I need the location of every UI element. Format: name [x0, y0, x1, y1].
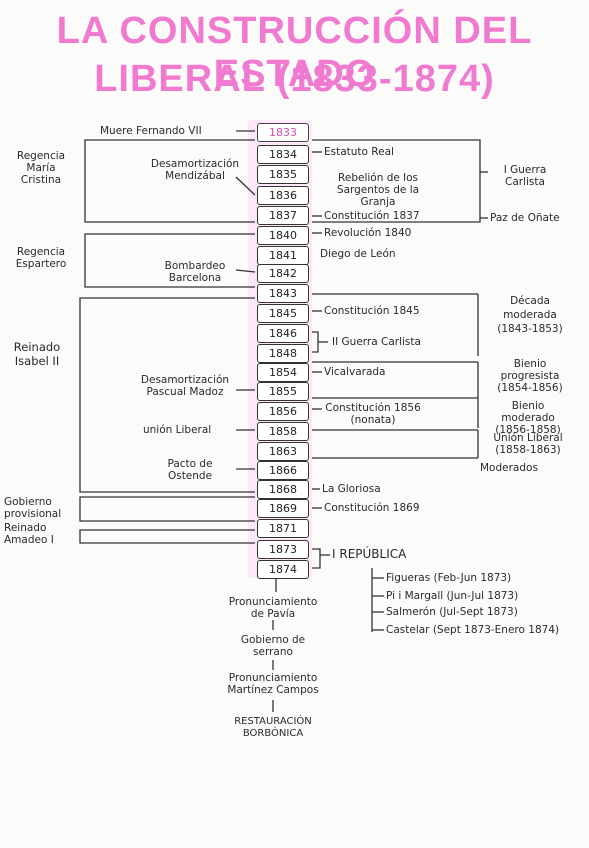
period-decada-moderada: Década moderada (1843-1853): [497, 295, 563, 335]
period-bienio-moderado: Bienio moderado (1856-1858): [495, 400, 561, 436]
event-guerra-carlista-1: I Guerra Carlista: [503, 164, 547, 188]
period-bienio-progresista: Bienio progresista (1854-1856): [497, 358, 563, 394]
year-box-1840: 1840: [257, 226, 309, 245]
year-box-1842: 1842: [257, 264, 309, 283]
event-gobierno-serrano: Gobierno de serrano: [240, 634, 306, 658]
year-box-1854: 1854: [257, 363, 309, 382]
year-box-1874: 1874: [257, 560, 309, 579]
event-desamortizacion-mendizabal: Desamortización Mendizábal: [150, 158, 240, 182]
year-box-1835: 1835: [257, 165, 309, 184]
period-reinado-amadeo: Reinado Amadeo I: [4, 522, 54, 546]
event-la-gloriosa: La Gloriosa: [322, 483, 381, 495]
event-vicalvarada: Vicalvarada: [324, 366, 386, 378]
period-union-liberal: Unión Liberal (1858-1863): [493, 432, 563, 456]
event-union-liberal: unión Liberal: [143, 424, 212, 436]
year-box-1863: 1863: [257, 442, 309, 461]
event-pacto-ostende: Pacto de Ostende: [167, 458, 213, 482]
event-bombardeo-barcelona: Bombardeo Barcelona: [164, 260, 226, 284]
president-salmeron: Salmerón (Jul-Sept 1873): [386, 606, 518, 618]
year-box-1858: 1858: [257, 422, 309, 441]
year-box-1873: 1873: [257, 540, 309, 559]
period-moderados: Moderados: [480, 462, 538, 474]
president-figueras: Figueras (Feb-Jun 1873): [386, 572, 512, 584]
event-paz-onate: Paz de Oñate: [490, 212, 560, 224]
event-pronunciamiento-pavia: Pronunciamiento de Pavía: [228, 596, 318, 620]
year-box-1869: 1869: [257, 499, 309, 518]
year-box-1848: 1848: [257, 344, 309, 363]
year-box-1843: 1843: [257, 284, 309, 303]
event-rebelion-granja: Rebelión de los Sargentos de la Granja: [336, 172, 420, 208]
event-diego-leon: Diego de León: [320, 248, 396, 260]
period-reinado-isabel: Reinado Isabel II: [13, 340, 61, 368]
president-pi-margall: Pi i Margall (Jun-Jul 1873): [386, 590, 519, 602]
year-box-1837: 1837: [257, 206, 309, 225]
year-box-1871: 1871: [257, 519, 309, 538]
year-box-1841: 1841: [257, 246, 309, 265]
event-estatuto-real: Estatuto Real: [324, 146, 394, 158]
event-pronunciamiento-martinez: Pronunciamiento Martínez Campos: [227, 672, 319, 696]
event-constitucion-1856: Constitución 1856 (nonata): [325, 402, 421, 426]
event-constitucion-1845: Constitución 1845: [324, 305, 420, 317]
event-revolucion-1840: Revolución 1840: [324, 227, 412, 239]
president-castelar: Castelar (Sept 1873-Enero 1874): [386, 624, 560, 636]
event-guerra-carlista-2: II Guerra Carlista: [332, 336, 421, 348]
event-restauracion-borbonica: RESTAURACIÓN BORBÓNICA: [234, 716, 312, 739]
event-muere-fernando: Muere Fernando VII: [100, 125, 202, 137]
period-regencia-espartero: Regencia Espartero: [15, 246, 67, 270]
event-desamortizacion-madoz: Desamortización Pascual Madoz: [140, 374, 230, 398]
event-republica: I REPÚBLICA: [332, 547, 407, 561]
year-box-1856: 1856: [257, 402, 309, 421]
year-box-1834: 1834: [257, 145, 309, 164]
period-regencia-maria-cristina: Regencia María Cristina: [16, 150, 66, 186]
year-box-1868: 1868: [257, 480, 309, 499]
year-box-1845: 1845: [257, 304, 309, 323]
year-box-1855: 1855: [257, 382, 309, 401]
year-box-1866: 1866: [257, 461, 309, 480]
year-box-1846: 1846: [257, 324, 309, 343]
year-box-1833: 1833: [257, 123, 309, 142]
title-line-2: LIBERAL (1833-1874): [94, 58, 495, 100]
event-constitucion-1837: Constitución 1837: [324, 210, 420, 222]
year-box-1836: 1836: [257, 186, 309, 205]
period-gobierno-provisional: Gobierno provisional: [4, 496, 62, 520]
title-line-1: LA CONSTRUCCIÓN DEL ESTADO: [56, 10, 533, 95]
event-constitucion-1869: Constitución 1869: [324, 502, 420, 514]
